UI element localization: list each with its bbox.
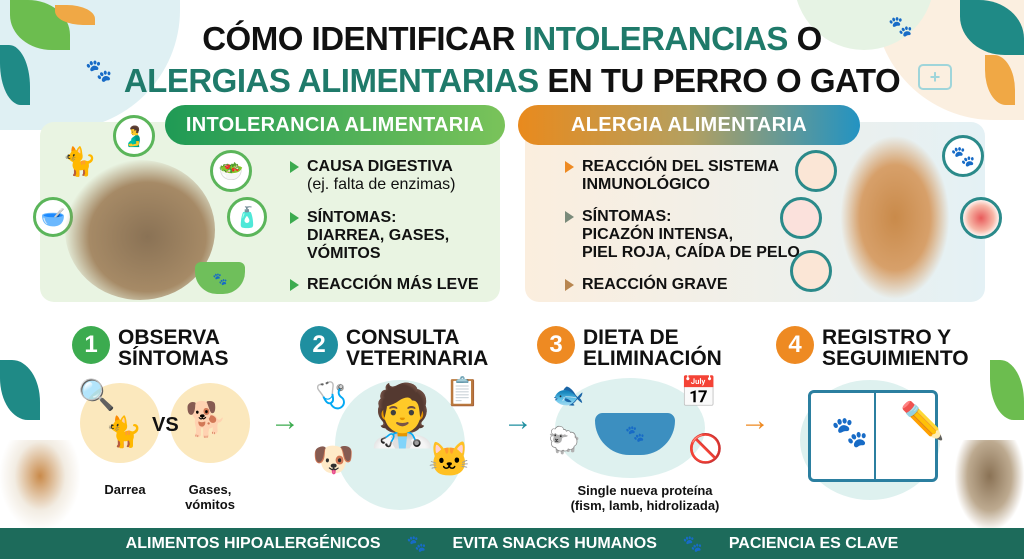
footer-item: EVITA SNACKS HUMANOS bbox=[452, 534, 657, 552]
cat-illustration: 🐈 bbox=[105, 416, 143, 449]
veterinarian-illustration: 🧑‍⚕️ bbox=[365, 382, 440, 449]
calendar-icon: 📅 bbox=[680, 376, 718, 409]
bullet-icon bbox=[565, 279, 574, 291]
hair-loss-icon bbox=[790, 250, 832, 292]
arrow-right-icon: → bbox=[503, 404, 533, 437]
paw-icon: 🐾 bbox=[406, 535, 427, 553]
cat-silhouette-icon: 🐈 bbox=[62, 146, 97, 177]
dog-photo bbox=[0, 440, 80, 530]
lamb-icon: 🐑 bbox=[548, 425, 581, 455]
footer-item: PACIENCIA ES CLAVE bbox=[728, 534, 899, 552]
footer-banner: ALIMENTOS HIPOALERGÉNICOS 🐾 EVITA SNACKS… bbox=[0, 528, 1024, 559]
step-1-number: 1 bbox=[72, 326, 110, 364]
arrow-right-icon: → bbox=[740, 404, 770, 437]
pencil-icon: ✏️ bbox=[900, 400, 945, 441]
symptom-circle bbox=[170, 383, 250, 463]
bullet-icon bbox=[290, 212, 299, 224]
paw-icon: 🐾 bbox=[888, 16, 913, 38]
clipboard-icon: 📋 bbox=[445, 376, 480, 407]
leaf-icon bbox=[0, 360, 40, 420]
notebook-icon: 🐾 bbox=[808, 390, 938, 482]
bullet-icon bbox=[290, 161, 299, 173]
allergy-header: ALERGIA ALIMENTARIA bbox=[518, 105, 860, 145]
allergy-bullet: REACCIÓN GRAVE bbox=[565, 276, 728, 294]
step-3-number: 3 bbox=[537, 326, 575, 364]
intolerance-header: INTOLERANCIA ALIMENTARIA bbox=[165, 105, 505, 145]
paw-icon: 🐾 bbox=[831, 416, 869, 449]
hair-follicle-icon bbox=[795, 150, 837, 192]
page-title: CÓMO IDENTIFICAR INTOLERANCIAS O ALERGIA… bbox=[123, 20, 901, 99]
intolerance-bullet: REACCIÓN MÁS LEVE bbox=[290, 276, 479, 294]
magnifier-icon: 🔍 bbox=[78, 379, 116, 412]
paw-icon: 🐾 bbox=[85, 58, 113, 83]
step-4-number: 4 bbox=[776, 326, 814, 364]
diet-caption: Single nueva proteína(fism, lamb, hidrol… bbox=[570, 483, 720, 513]
caption-diarrhea: Darrea bbox=[104, 482, 146, 497]
cat-cartoon: 🐱 bbox=[428, 441, 471, 479]
inflammation-icon bbox=[960, 197, 1002, 239]
symptom-circle bbox=[80, 383, 160, 463]
dog-illustration: 🐕 bbox=[185, 401, 228, 439]
green-food-bowl-icon: 🐾 bbox=[195, 262, 245, 294]
vs-label: VS bbox=[152, 414, 179, 436]
bottle-icon: 🧴 bbox=[227, 197, 267, 237]
skin-rash-icon bbox=[780, 197, 822, 239]
leaf-icon bbox=[55, 5, 95, 25]
fish-icon: 🐟 bbox=[552, 380, 585, 410]
first-aid-kit-icon: + bbox=[918, 64, 952, 90]
stomach-icon: 🫃 bbox=[113, 115, 155, 157]
cat-photo bbox=[65, 160, 215, 300]
bullet-icon bbox=[290, 279, 299, 291]
footer-item: ALIMENTOS HIPOALERGÉNICOS bbox=[125, 534, 381, 552]
paw-icon: 🐾 bbox=[942, 135, 984, 177]
vet-circle bbox=[335, 380, 465, 510]
paw-icon: 🐾 bbox=[682, 535, 703, 553]
bullet-icon bbox=[565, 211, 574, 223]
cat-photo bbox=[955, 440, 1024, 530]
step-2-number: 2 bbox=[300, 326, 338, 364]
dog-scratching-photo bbox=[840, 135, 950, 300]
leaf-icon bbox=[990, 360, 1024, 420]
dog-cartoon: 🐶 bbox=[312, 441, 355, 479]
bullet-icon bbox=[565, 161, 574, 173]
salad-bowl-icon: 🥗 bbox=[210, 150, 252, 192]
intolerance-bullet: CAUSA DIGESTIVA(ej. falta de enzimas) bbox=[290, 158, 456, 194]
no-snacks-icon: 🚫 bbox=[688, 433, 723, 464]
stethoscope-icon: 🩺 bbox=[315, 380, 348, 410]
intolerance-bullet: SÍNTOMAS:DIARREA, GASES, VÓMITOS bbox=[290, 209, 490, 263]
allergy-bullet: SÍNTOMAS:PICAZÓN INTENSA,PIEL ROJA, CAÍD… bbox=[565, 208, 800, 262]
arrow-right-icon: → bbox=[270, 404, 300, 437]
caption-gases: Gases, vómitos bbox=[185, 482, 235, 512]
